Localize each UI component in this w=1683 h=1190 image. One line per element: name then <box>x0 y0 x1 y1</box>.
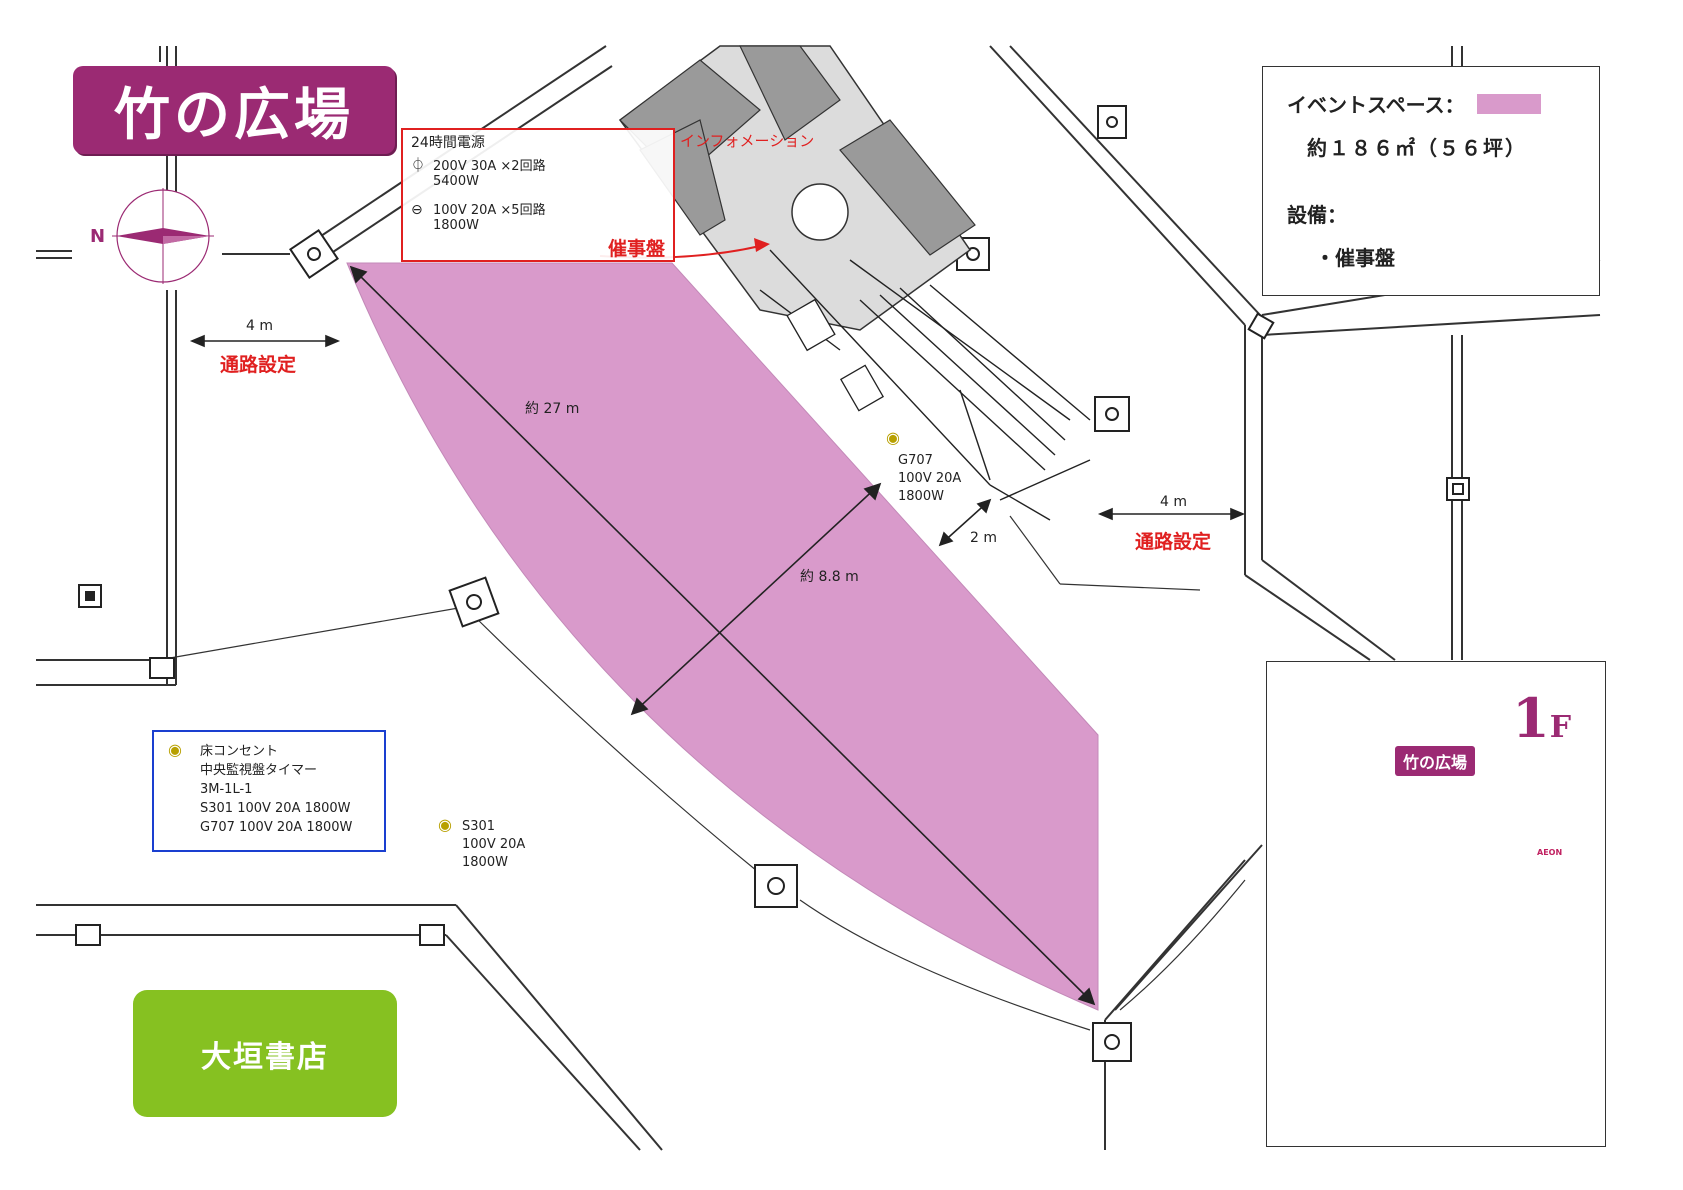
event-space-swatch <box>1476 93 1541 114</box>
outlet-s301: S301 100V 20A 1800W <box>462 818 525 872</box>
aeon-label: AEON <box>1537 848 1563 857</box>
walkway-left-label: 通路設定 <box>220 354 297 376</box>
outlet-g707-name: G707 <box>898 453 933 468</box>
long-axis-label: 約 27 m <box>525 401 580 417</box>
floor-outlet-box: ◉ 床コンセント 中央監視盤タイマー 3M-1L-1 S301 100V 20A… <box>152 730 386 852</box>
compass-icon <box>112 188 214 284</box>
outlet-g707-spec: 100V 20A <box>898 471 962 486</box>
legend-equipment-item: ・催事盤 <box>1315 246 1395 270</box>
outlet-100v-icon: ⊖ <box>411 202 423 218</box>
power-row: ⏀ 200V 30A ×2回路 <box>411 158 665 175</box>
floor-number: 1 <box>1512 686 1550 750</box>
outlet-box-line1: 床コンセント <box>200 744 279 759</box>
outlet-g707-watt: 1800W <box>898 489 944 504</box>
power-supply-box: 24時間電源 ⏀ 200V 30A ×2回路 5400W ⊖ 100V 20A … <box>401 128 675 262</box>
conduit-lines <box>169 515 1246 1031</box>
page-title: 竹の広場 <box>73 66 395 154</box>
power-box-title: 24時間電源 <box>411 135 485 151</box>
inset-location-tag: 竹の広場 <box>1395 746 1476 776</box>
compass-north-label: N <box>90 226 106 247</box>
short-axis-label: 約 8.8 m <box>800 569 859 585</box>
store-ogaki-button[interactable]: 大垣書店 <box>133 990 397 1117</box>
outlet-s301-watt: 1800W <box>462 855 508 870</box>
outlet-box-line4: S301 100V 20A 1800W <box>200 801 351 816</box>
power-row-watt: 1800W <box>433 218 479 233</box>
floor-suffix: F <box>1549 710 1571 745</box>
power-row-spec: 100V 20A ×5回路 <box>433 203 546 218</box>
legend-event-space: イベントスペース： <box>1287 89 1575 118</box>
walkway-right-width: 4 m <box>1160 494 1187 510</box>
power-row-watt: 5400W <box>433 174 479 189</box>
outlet-s301-spec: 100V 20A <box>462 837 526 852</box>
walkway-right-label: 通路設定 <box>1135 531 1212 553</box>
outlet-g707: G707 100V 20A 1800W <box>898 452 961 506</box>
outlet-box-line3: 3M-1L-1 <box>200 782 253 797</box>
inset-map: 1F 竹の広場 AEON <box>1266 661 1606 1147</box>
floor-outlet-icon: ◉ <box>168 740 182 759</box>
legend-area: 約１８６㎡（５６坪） <box>1307 136 1527 160</box>
outlet-box-line5: G707 100V 20A 1800W <box>200 820 353 835</box>
legend-event-label: イベントスペース： <box>1287 93 1465 117</box>
walkway-left-width: 4 m <box>246 318 273 334</box>
dimension-lines <box>189 265 1246 1006</box>
outlet-200v-icon: ⏀ <box>411 158 425 174</box>
power-row: ⊖ 100V 20A ×5回路 <box>411 202 665 219</box>
information-counter <box>618 45 1091 521</box>
power-row-spec: 200V 30A ×2回路 <box>433 159 546 174</box>
saiji-label: 催事盤 <box>608 238 666 260</box>
outlet-s301-name: S301 <box>462 819 496 834</box>
legend-box: イベントスペース： 約１８６㎡（５６坪） 設備： ・催事盤 <box>1262 66 1600 296</box>
floor-indicator: 1F <box>1512 686 1571 750</box>
outlet-g707-icon: ◉ <box>886 428 900 447</box>
information-label: インフォメーション <box>680 132 815 150</box>
legend-equipment-label: 設備： <box>1287 203 1347 227</box>
outlet-s301-icon: ◉ <box>438 815 452 834</box>
gap-label: 2 m <box>970 530 997 546</box>
outlet-box-line2: 中央監視盤タイマー <box>200 763 318 778</box>
